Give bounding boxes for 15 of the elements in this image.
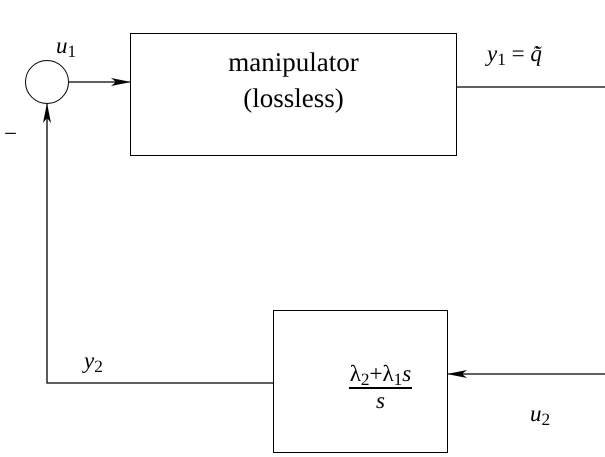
signal-line xyxy=(457,86,605,88)
signal-label: u$_{1}$ xyxy=(56,32,76,60)
fraction-denominator: s xyxy=(376,389,385,413)
signal-label: y$_{1}$ = q̃̇ xyxy=(487,40,542,68)
summing-junction xyxy=(25,60,69,104)
signal-label: y$_{2}$ xyxy=(84,347,103,375)
signal-label: u$_{2}$ xyxy=(530,400,550,428)
transfer-function-block xyxy=(273,310,448,453)
fraction-numerator: λ$_{2}$+λ$_{1}$s xyxy=(348,361,412,389)
signal-arrow xyxy=(447,370,605,378)
sign-label: − xyxy=(4,120,17,148)
signal-arrow xyxy=(69,78,131,86)
block-label: manipulator (lossless) xyxy=(227,46,360,115)
process-block xyxy=(130,33,457,156)
signal-arrow xyxy=(43,103,273,384)
